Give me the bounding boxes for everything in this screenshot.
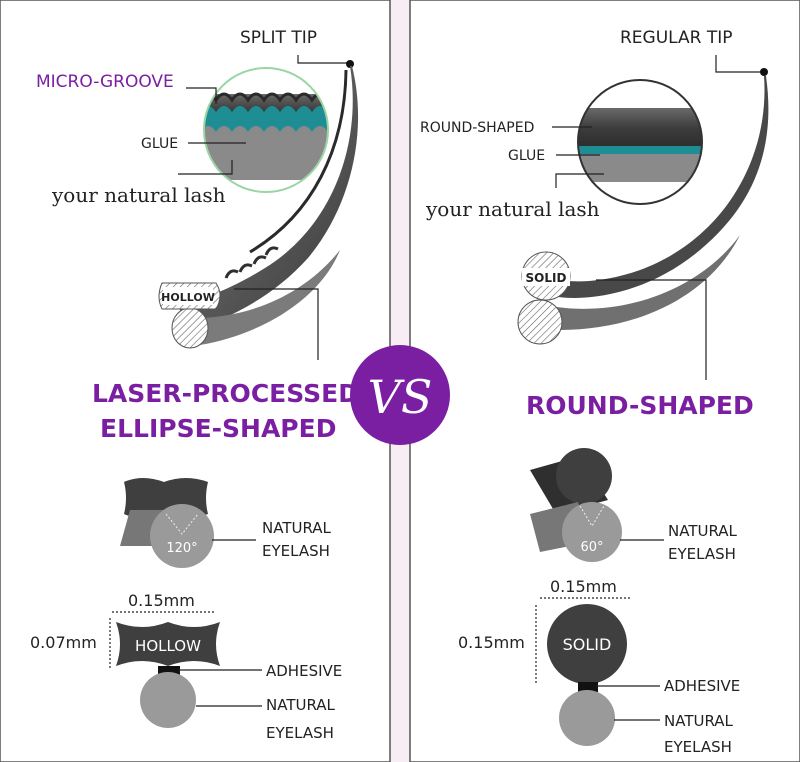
natural-lash-circle-left — [150, 504, 214, 568]
angle-label-left: 120° — [166, 541, 197, 556]
magnifier-right — [577, 79, 703, 205]
natural-eyelash-bottom-left — [140, 672, 196, 728]
regular-tip-label: REGULAR TIP — [620, 28, 733, 48]
laser-title-line1: LASER-PROCESSED — [92, 379, 359, 408]
natural-lash-left — [185, 250, 340, 345]
natural-lash-circle-right — [562, 502, 622, 562]
micro-groove-label: MICRO-GROOVE — [36, 72, 174, 92]
natural-lash-label-left: your natural lash — [51, 183, 226, 207]
solid-shape-label: SOLID — [563, 635, 612, 654]
magnifier-left — [203, 67, 329, 193]
natural-eyelash-bottom-label-left-1: NATURAL — [266, 696, 336, 714]
height-label-left: 0.07mm — [30, 633, 97, 652]
natural-lash-leader-left — [178, 160, 233, 175]
regular-tip-leader — [715, 55, 764, 73]
hollow-tag-bg — [163, 287, 213, 305]
solid-leader — [596, 279, 707, 380]
natural-eyelash-bottom-label-right-2: EYELASH — [664, 738, 732, 756]
natural-lash-leader-right — [555, 173, 604, 188]
lash-groove-marks — [224, 246, 279, 279]
natural-lash-cross-section-left — [171, 307, 209, 349]
magnifier-left-content — [204, 68, 328, 192]
width-label-right: 0.15mm — [550, 577, 617, 596]
adhesive-label-left: ADHESIVE — [266, 662, 342, 680]
round-lash-cross-section — [556, 448, 612, 504]
natural-eyelash-label-right-1: NATURAL — [668, 522, 738, 540]
hollow-shape-label: HOLLOW — [135, 637, 201, 655]
split-lash-split-line — [249, 69, 348, 254]
magnifier-right-content — [578, 80, 702, 204]
natural-eyelash-label-left-1: NATURAL — [262, 519, 332, 537]
adhesive-label-right: ADHESIVE — [664, 677, 740, 695]
height-label-right: 0.15mm — [458, 633, 525, 652]
laser-title-line2: ELLIPSE-SHAPED — [100, 414, 336, 443]
solid-tag-label: SOLID — [526, 271, 567, 285]
angle-label-right: 60° — [580, 540, 603, 555]
hollow-tag-label: HOLLOW — [161, 291, 215, 304]
split-tip-leader — [297, 55, 350, 64]
vs-label: VS — [368, 370, 433, 424]
angle-lines-left — [165, 513, 199, 535]
hollow-shape — [116, 622, 220, 666]
solid-tag-bg — [522, 268, 570, 286]
natural-eyelash-label-left-2: EYELASH — [262, 542, 330, 560]
natural-eyelash-bottom-label-right-1: NATURAL — [664, 712, 734, 730]
hollow-leader — [234, 288, 319, 360]
natural-eyelash-bottom-right — [559, 690, 615, 746]
natural-eyelash-bottom-label-left-2: EYELASH — [266, 724, 334, 742]
natural-lash-cross-section-right — [517, 299, 563, 345]
split-tip-label: SPLIT TIP — [240, 28, 317, 48]
round-title: ROUND-SHAPED — [526, 391, 754, 420]
split-tip-dot — [346, 60, 354, 68]
vs-badge — [350, 345, 450, 445]
adhesive-left — [158, 666, 180, 676]
adhesive-right — [578, 682, 598, 692]
round-shaped-label-magnified: ROUND-SHAPED — [420, 120, 534, 136]
solid-shape — [547, 604, 627, 684]
glue-label-right: GLUE — [508, 148, 545, 164]
micro-groove-leader — [186, 87, 217, 104]
natural-lash-label-right: your natural lash — [425, 197, 600, 221]
width-label-left: 0.15mm — [128, 591, 195, 610]
regular-tip-dot — [760, 68, 768, 76]
natural-eyelash-label-right-2: EYELASH — [668, 545, 736, 563]
natural-lash-right — [545, 235, 740, 330]
glue-label-left: GLUE — [141, 136, 178, 152]
